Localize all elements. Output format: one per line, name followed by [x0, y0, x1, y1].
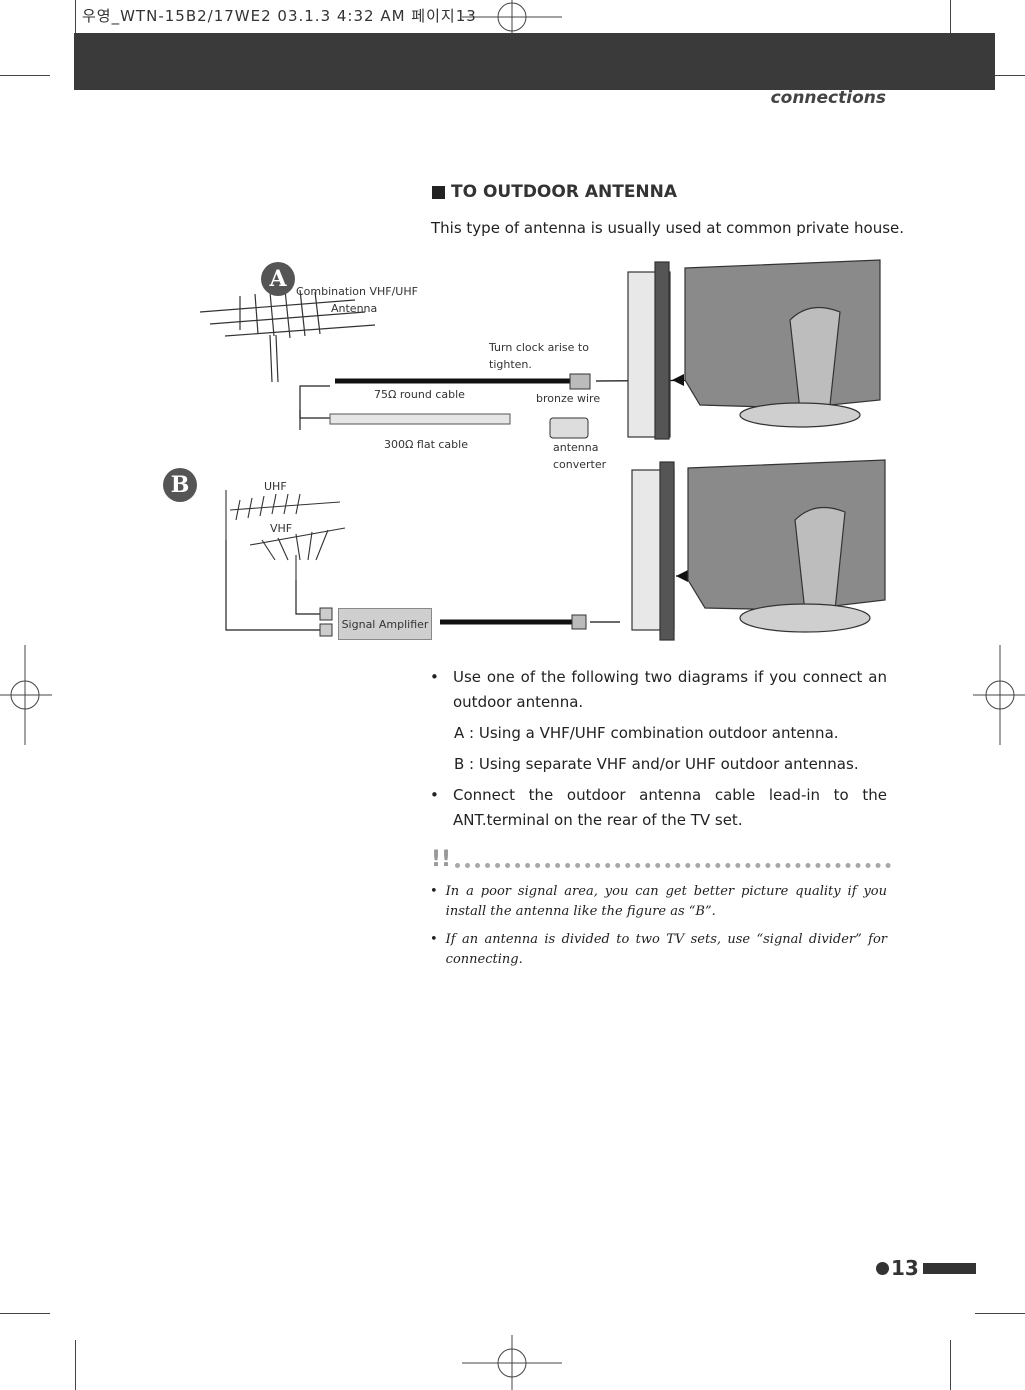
list-item: • Connect the outdoor antenna cable lead…	[430, 783, 887, 833]
crop-mark	[0, 1313, 50, 1314]
page-number: 13	[876, 1256, 976, 1280]
dotted-divider	[455, 863, 891, 868]
crop-mark	[950, 0, 951, 50]
note-header: !!	[431, 847, 891, 872]
bullet-dot-icon: •	[430, 786, 439, 804]
label-bronze-wire: bronze wire	[536, 392, 601, 405]
note-item: • In a poor signal area, you can get bet…	[430, 882, 887, 922]
f-connector-icon	[569, 373, 591, 390]
label-turn: Turn clock arise to	[489, 341, 589, 354]
bullet-text: Connect the outdoor antenna cable lead-i…	[453, 786, 887, 829]
uhf-antenna-icon	[225, 490, 341, 540]
square-bullet-icon	[432, 185, 445, 199]
label-antenna: Antenna	[331, 302, 378, 315]
label-vhf: VHF	[270, 522, 293, 535]
bullet-dot-icon: •	[430, 884, 438, 899]
crop-mark	[75, 1340, 76, 1390]
crop-mark	[975, 75, 1025, 76]
crop-mark	[950, 1340, 951, 1390]
bullet-text: Use one of the following two diagrams if…	[453, 668, 887, 711]
intro-text: This type of antenna is usually used at …	[431, 219, 905, 237]
note-text: In a poor signal area, you can get bette…	[445, 884, 887, 919]
note-text: If an antenna is divided to two TV sets,…	[445, 932, 887, 967]
flat-cable	[329, 413, 511, 425]
sub-item: A : Using a VHF/UHF combination outdoor …	[454, 724, 839, 742]
vhf-antenna-icon	[249, 527, 346, 580]
tv-rear-icon	[631, 459, 886, 641]
crop-mark	[975, 1313, 1025, 1314]
signal-amplifier-box: Signal Amplifier	[338, 608, 432, 640]
label-converter: converter	[553, 458, 607, 471]
page-dot-icon	[876, 1261, 889, 1275]
bullet-dot-icon: •	[430, 932, 438, 947]
combination-antenna-icon	[199, 289, 376, 383]
antenna-diagram	[199, 259, 886, 641]
label-tighten: tighten.	[489, 358, 532, 371]
crop-mark	[0, 75, 50, 76]
bullet-dot-icon: •	[430, 668, 439, 686]
label-uhf: UHF	[264, 480, 287, 493]
page-number-text: 13	[891, 1256, 919, 1280]
antenna-converter-icon	[549, 417, 589, 439]
print-slug: 우영_WTN-15B2/17WE2 03.1.3 4:32 AM 페이지13	[82, 7, 477, 25]
header-bar	[74, 33, 995, 90]
note-mark: !!	[431, 847, 452, 872]
note-item: • If an antenna is divided to two TV set…	[430, 930, 887, 970]
label-round-cable: 75Ω round cable	[374, 388, 465, 401]
badge-a: A	[261, 262, 295, 296]
label-flat-cable: 300Ω flat cable	[384, 438, 468, 451]
instruction-list: • Use one of the following two diagrams …	[430, 665, 887, 833]
tv-rear-icon	[627, 259, 881, 440]
list-item: • Use one of the following two diagrams …	[430, 665, 887, 715]
label-combination: Combination VHF/UHF	[296, 285, 418, 298]
page-title-text: TO OUTDOOR ANTENNA	[451, 182, 678, 202]
crop-mark	[75, 0, 76, 50]
page-title: TO OUTDOOR ANTENNA	[432, 182, 677, 202]
note-list: • In a poor signal area, you can get bet…	[430, 882, 887, 978]
sub-item: B : Using separate VHF and/or UHF outdoo…	[454, 755, 859, 773]
section-label: connections	[770, 88, 886, 108]
label-antenna-word: antenna	[553, 441, 599, 454]
badge-b: B	[163, 468, 197, 502]
page-bar	[922, 1262, 976, 1274]
